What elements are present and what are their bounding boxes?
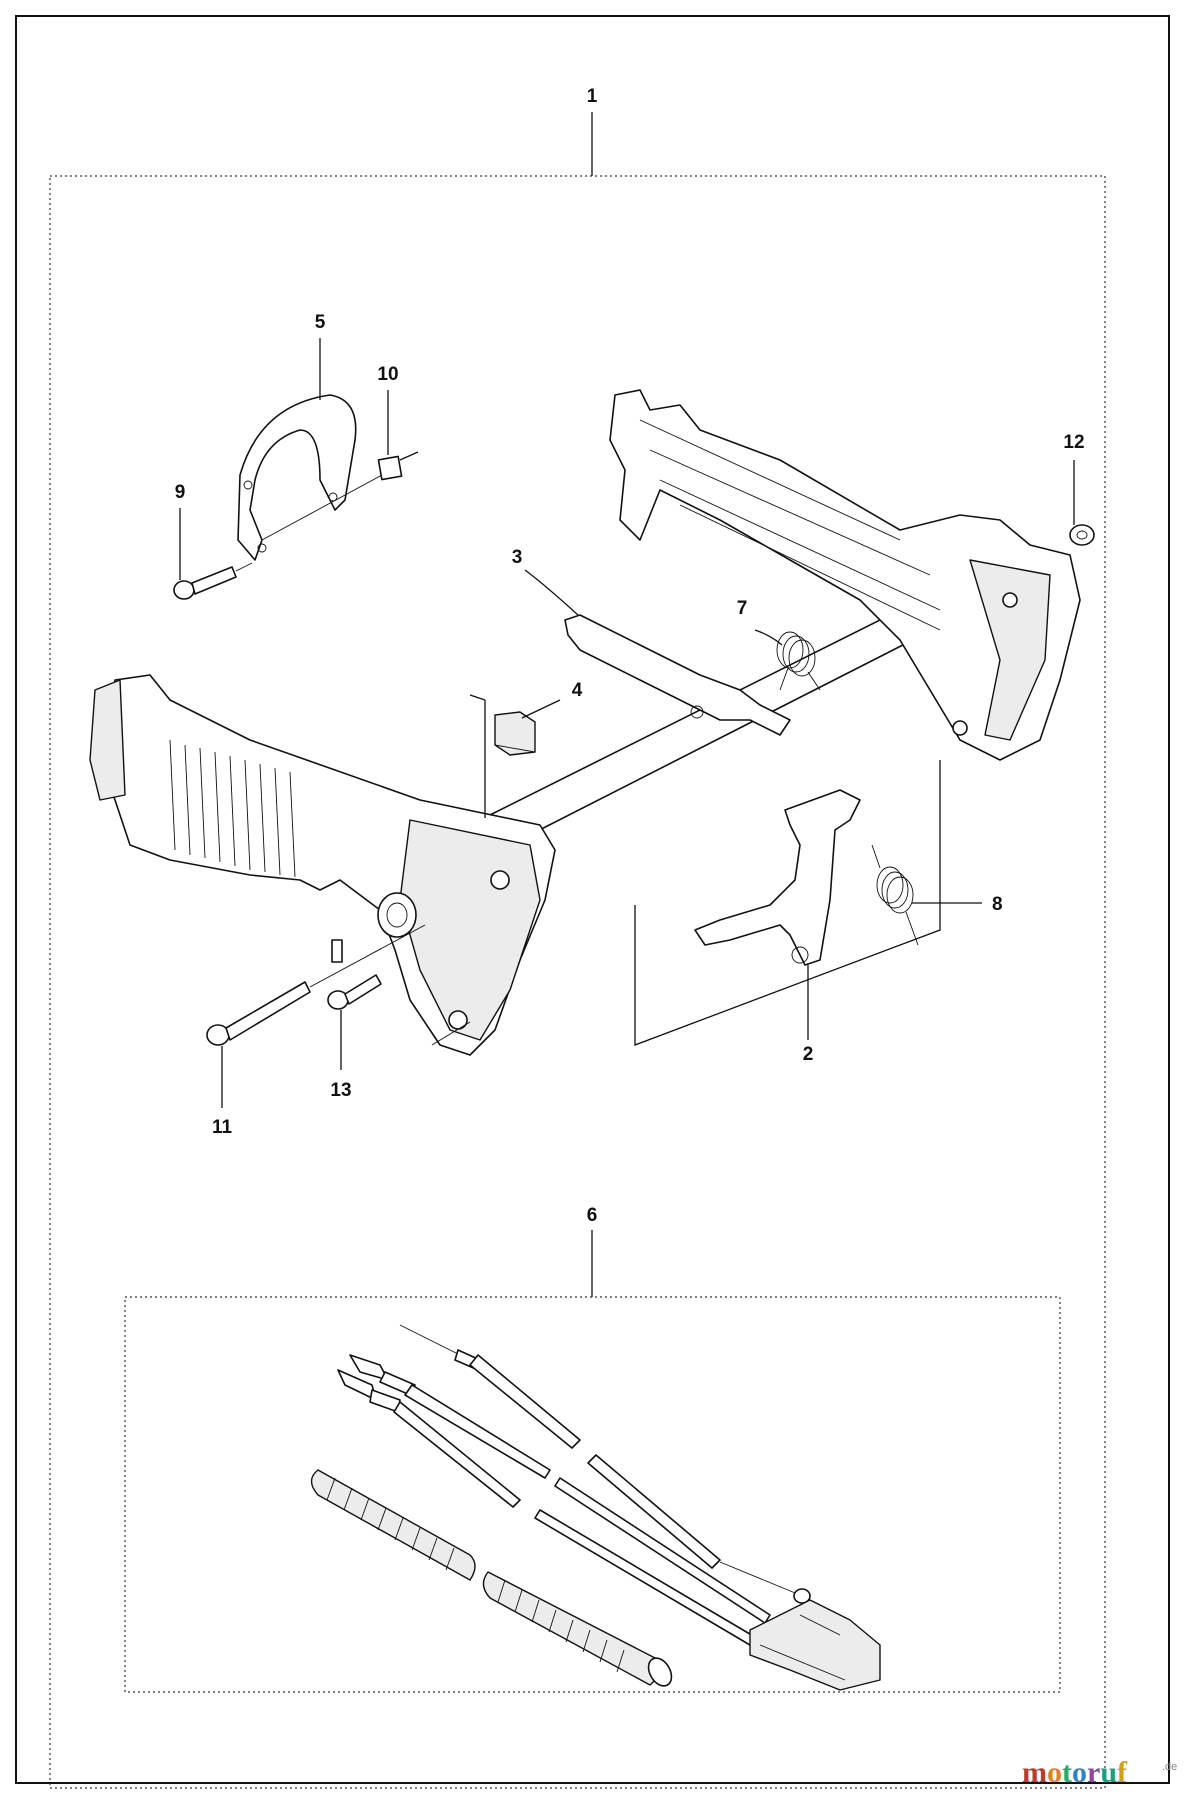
- bushing: [377, 892, 417, 938]
- right-housing: [609, 389, 1081, 761]
- outer-frame: [15, 15, 1170, 1784]
- callout-12: 12: [1063, 432, 1084, 453]
- callout-4: 4: [572, 680, 583, 701]
- screw-9: [173, 562, 253, 600]
- screw-13: [327, 974, 382, 1010]
- hex-nut-12: [1069, 524, 1095, 546]
- callout-6: 6: [587, 1205, 598, 1226]
- right-housing-hole-lower: [952, 720, 968, 736]
- callout-8: 8: [992, 894, 1003, 915]
- wm-t: t: [1062, 1756, 1072, 1789]
- throttle-trigger: [694, 789, 861, 966]
- right-housing-face: [969, 559, 1051, 741]
- wm-u: u: [1100, 1756, 1117, 1789]
- leader-3: [524, 569, 579, 616]
- svg-text:motoruf: motoruf: [1022, 1756, 1128, 1789]
- rear-handle-assembly: [89, 389, 1081, 1056]
- grip-hole-upper: [490, 870, 510, 890]
- callout-5: 5: [315, 312, 326, 333]
- callout-2: 2: [803, 1044, 814, 1065]
- grip-ribs: [169, 739, 296, 878]
- callout-7: 7: [737, 598, 748, 619]
- right-housing-ribs: [639, 419, 941, 631]
- clamp-ring: [237, 394, 357, 561]
- spring-8: [871, 844, 919, 946]
- spring-7: [776, 631, 821, 691]
- wm-f: f: [1117, 1756, 1128, 1789]
- leader-7: [754, 629, 783, 646]
- callout-10: 10: [377, 364, 398, 385]
- grip-hole-lower: [448, 1010, 468, 1030]
- grip-pin: [331, 939, 343, 963]
- grip-collar: [89, 679, 126, 801]
- square-nut: [377, 455, 403, 481]
- screw-11: [206, 924, 426, 1046]
- throttle-cable-kit: [310, 1324, 881, 1691]
- callout-13: 13: [330, 1080, 351, 1101]
- callout-11: 11: [212, 1117, 233, 1138]
- right-housing-hole: [1002, 592, 1018, 608]
- callout-1: 1: [587, 86, 598, 107]
- assembly-1-box: [49, 175, 1106, 1789]
- callout-3: 3: [512, 547, 523, 568]
- leader-4: [521, 699, 561, 719]
- wm-o1: o: [1047, 1756, 1062, 1789]
- clamp-ring-body: [237, 394, 357, 561]
- motoruf-watermark: motoruf .de: [1022, 1756, 1177, 1789]
- wm-r: r: [1087, 1756, 1100, 1789]
- wm-suffix: .de: [1162, 1761, 1177, 1773]
- wm-o2: o: [1072, 1756, 1087, 1789]
- throttle-lock-lever: [564, 614, 791, 736]
- wm-m: m: [1022, 1756, 1047, 1789]
- bracket-outline: [469, 694, 941, 1046]
- callout-9: 9: [175, 482, 186, 503]
